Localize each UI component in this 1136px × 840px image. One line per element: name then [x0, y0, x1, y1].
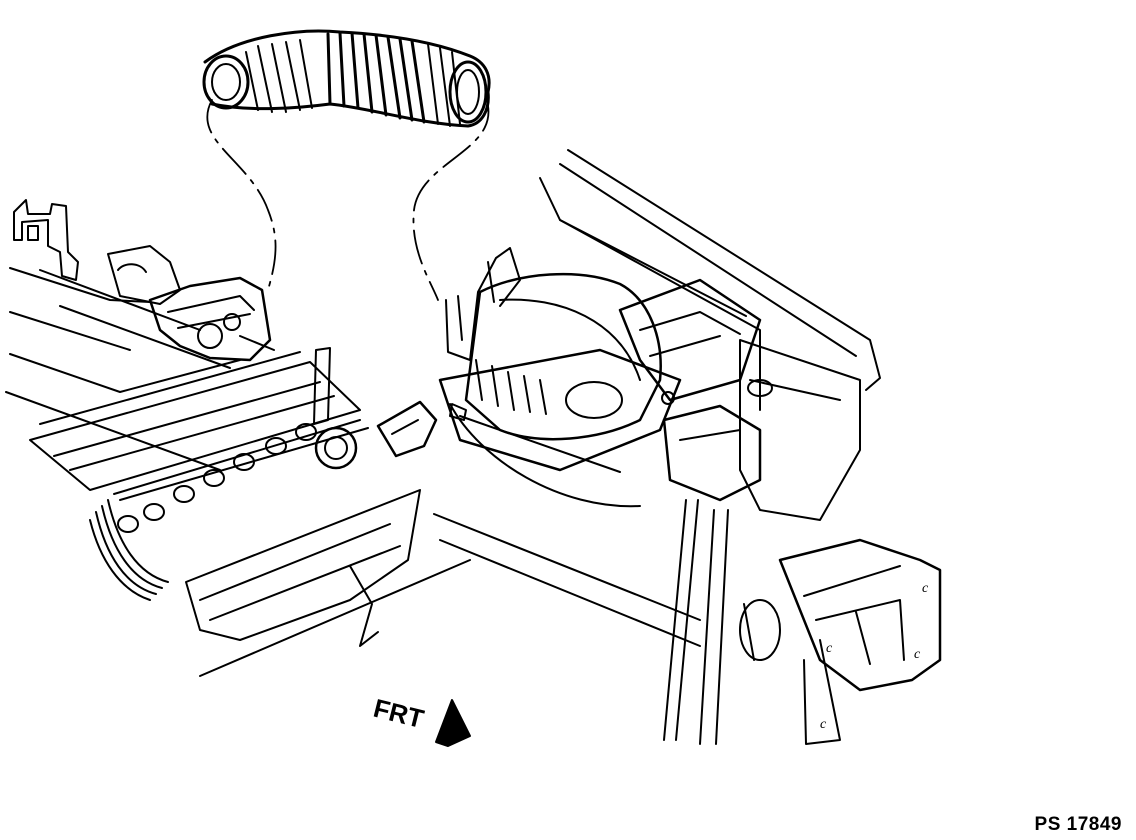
air-intake-duct — [202, 29, 491, 128]
frt-label: FRT — [371, 693, 427, 734]
air-cleaner-housing — [438, 247, 682, 508]
front-direction-indicator — [435, 699, 471, 747]
callout-letter-3: c — [826, 641, 833, 656]
callout-letter-2: c — [914, 647, 921, 662]
callout-letter-4: c — [820, 717, 827, 732]
connection-leader-lines — [206, 97, 490, 301]
engine-assembly — [5, 199, 471, 677]
front-body-structure — [433, 149, 942, 745]
callout-letter-1: c — [922, 581, 929, 596]
front-arrow-icon — [435, 699, 471, 747]
figure-id: PS 17849 — [1034, 814, 1122, 835]
